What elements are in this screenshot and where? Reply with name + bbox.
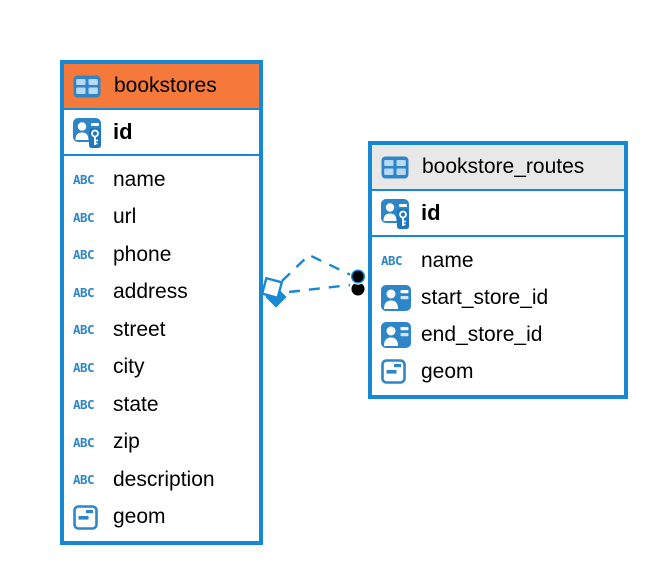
column-name: description [113, 467, 215, 491]
table-header-bookstore-routes[interactable]: bookstore_routes [372, 145, 624, 191]
text-type-icon: ABC [73, 322, 95, 338]
text-type-icon: ABC [73, 359, 95, 375]
column-name: geom [421, 359, 474, 383]
relationship-line-1[interactable] [281, 253, 352, 282]
column-row-name[interactable]: ABC name [64, 161, 259, 199]
table-icon [73, 75, 105, 98]
column-name: zip [113, 430, 140, 454]
table-bookstore-routes[interactable]: bookstore_routes id ABC name start_store_i… [368, 141, 628, 399]
column-row-end_store_id[interactable]: end_store_id [372, 316, 624, 353]
many-end-diamond-marker [260, 276, 287, 308]
text-type-icon: ABC [381, 253, 403, 268]
column-row-state[interactable]: ABC state [64, 386, 259, 424]
column-row-street[interactable]: ABC street [64, 311, 259, 349]
column-name: phone [113, 242, 172, 266]
column-name: end_store_id [421, 322, 543, 346]
geometry-type-icon [381, 359, 413, 384]
column-row-zip[interactable]: ABC zip [64, 424, 259, 462]
column-row-start_store_id[interactable]: start_store_id [372, 279, 624, 316]
column-row-id[interactable]: id [64, 110, 259, 154]
text-type-icon: ABC [73, 472, 95, 488]
relationship-line-2[interactable] [288, 283, 351, 294]
column-name: street [113, 317, 166, 341]
text-type-icon: ABC [73, 209, 95, 225]
table-title: bookstores [114, 74, 217, 97]
one-end-dot-markers [349, 268, 367, 296]
reference-icon [381, 321, 413, 348]
column-name: state [113, 392, 159, 416]
column-row-geom[interactable]: geom [64, 499, 259, 537]
column-row-phone[interactable]: ABC phone [64, 236, 259, 274]
geometry-type-icon [73, 504, 105, 530]
column-name: name [113, 167, 166, 191]
key-columns-section: id [64, 110, 259, 156]
text-type-icon: ABC [73, 284, 95, 300]
reference-icon [381, 284, 413, 311]
table-icon [381, 156, 413, 179]
key-columns-section: id [372, 191, 624, 237]
column-name: geom [113, 505, 166, 529]
column-row-geom[interactable]: geom [372, 353, 624, 390]
column-row-url[interactable]: ABC url [64, 199, 259, 237]
text-type-icon: ABC [73, 247, 95, 263]
column-row-id[interactable]: id [372, 191, 624, 235]
text-type-icon: ABC [73, 397, 95, 413]
table-title: bookstore_routes [422, 155, 585, 178]
column-row-name[interactable]: ABC name [372, 242, 624, 279]
text-type-icon: ABC [73, 434, 95, 450]
primary-key-icon [381, 198, 413, 229]
primary-key-icon [73, 117, 105, 148]
column-name: address [113, 280, 188, 304]
column-row-address[interactable]: ABC address [64, 274, 259, 312]
column-name: city [113, 355, 145, 379]
column-row-description[interactable]: ABC description [64, 461, 259, 499]
column-name: id [113, 119, 133, 144]
column-name: id [421, 200, 441, 225]
text-type-icon: ABC [73, 172, 95, 188]
column-name: start_store_id [421, 285, 549, 309]
table-header-bookstores[interactable]: bookstores [64, 64, 259, 110]
column-name: name [421, 248, 474, 272]
column-row-city[interactable]: ABC city [64, 349, 259, 387]
column-name: url [113, 205, 137, 229]
